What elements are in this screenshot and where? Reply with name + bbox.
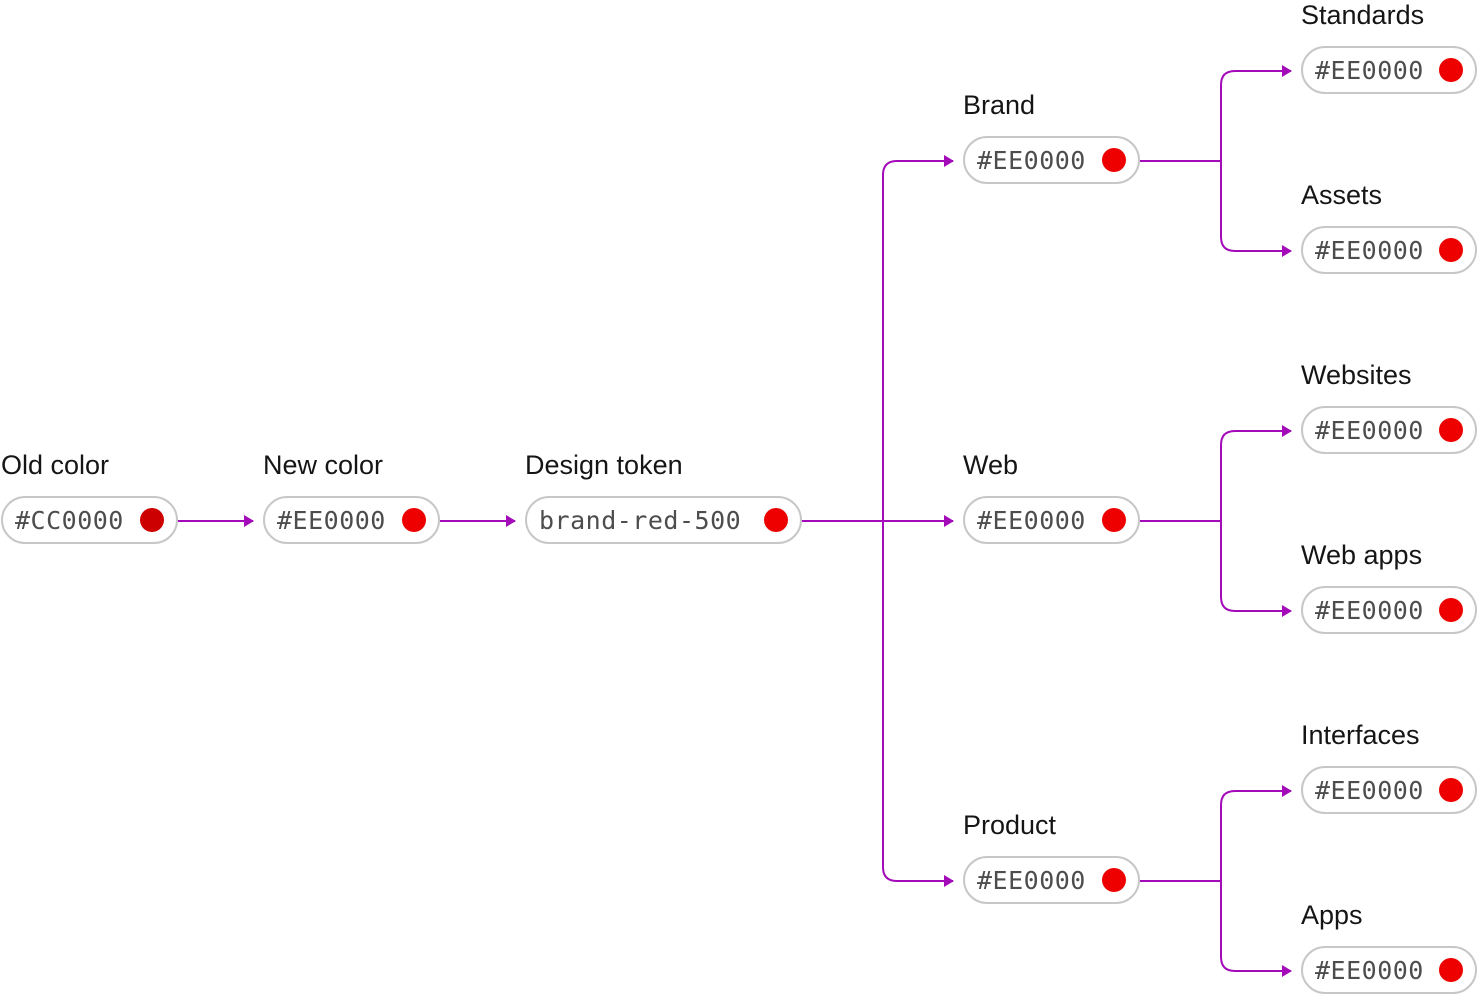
color-swatch-icon xyxy=(1439,778,1463,802)
token-value: brand-red-500 xyxy=(539,505,742,535)
color-swatch-icon xyxy=(1439,418,1463,442)
node-label: Apps xyxy=(1301,900,1363,930)
arrow-web-to-web-apps xyxy=(1220,521,1292,617)
node-label: Standards xyxy=(1301,0,1425,30)
color-value: #EE0000 xyxy=(1315,595,1424,625)
color-swatch-icon xyxy=(1439,958,1463,982)
color-pill: #EE0000 xyxy=(1301,946,1477,994)
arrow-token-to-product xyxy=(882,521,954,887)
color-swatch-icon xyxy=(764,508,788,532)
arrow-token-to-brand xyxy=(802,155,954,522)
token-pill: brand-red-500 xyxy=(525,496,802,544)
color-value: #EE0000 xyxy=(1315,235,1424,265)
arrow-brand-to-assets xyxy=(1220,161,1292,257)
node-label: Websites xyxy=(1301,360,1412,390)
color-swatch-icon xyxy=(1102,868,1126,892)
color-value: #EE0000 xyxy=(1315,955,1424,985)
color-value: #EE0000 xyxy=(1315,775,1424,805)
color-pill: #CC0000 xyxy=(1,496,178,544)
color-swatch-icon xyxy=(1439,598,1463,622)
node-label: Old color xyxy=(1,450,110,480)
node-label: Web apps xyxy=(1301,540,1423,570)
color-value: #EE0000 xyxy=(977,505,1086,535)
node-label: Design token xyxy=(525,450,683,480)
color-swatch-icon xyxy=(140,508,164,532)
arrow-brand-to-standards xyxy=(1140,65,1292,162)
color-pill: #EE0000 xyxy=(963,496,1140,544)
color-pill: #EE0000 xyxy=(1301,406,1477,454)
color-value: #EE0000 xyxy=(1315,415,1424,445)
color-pill: #EE0000 xyxy=(963,856,1140,904)
arrow-web-to-websites xyxy=(1140,425,1292,522)
node-label: Web xyxy=(963,450,1019,480)
node-label: New color xyxy=(263,450,384,480)
color-pill: #EE0000 xyxy=(1301,46,1477,94)
color-value: #EE0000 xyxy=(1315,55,1424,85)
color-value: #EE0000 xyxy=(977,145,1086,175)
color-pill: #EE0000 xyxy=(1301,226,1477,274)
node-label: Product xyxy=(963,810,1057,840)
color-value: #EE0000 xyxy=(277,505,386,535)
color-value: #EE0000 xyxy=(977,865,1086,895)
color-swatch-icon xyxy=(1439,58,1463,82)
color-swatch-icon xyxy=(1102,148,1126,172)
color-pill: #EE0000 xyxy=(1301,586,1477,634)
arrow-product-to-apps xyxy=(1220,881,1292,977)
arrow-product-to-interfaces xyxy=(1140,785,1292,882)
color-pill: #EE0000 xyxy=(963,136,1140,184)
node-label: Interfaces xyxy=(1301,720,1420,750)
color-swatch-icon xyxy=(1439,238,1463,262)
color-pill: #EE0000 xyxy=(1301,766,1477,814)
node-label: Brand xyxy=(963,90,1036,120)
color-swatch-icon xyxy=(1102,508,1126,532)
node-label: Assets xyxy=(1301,180,1383,210)
color-value: #CC0000 xyxy=(15,505,124,535)
color-pill: #EE0000 xyxy=(263,496,440,544)
color-swatch-icon xyxy=(402,508,426,532)
